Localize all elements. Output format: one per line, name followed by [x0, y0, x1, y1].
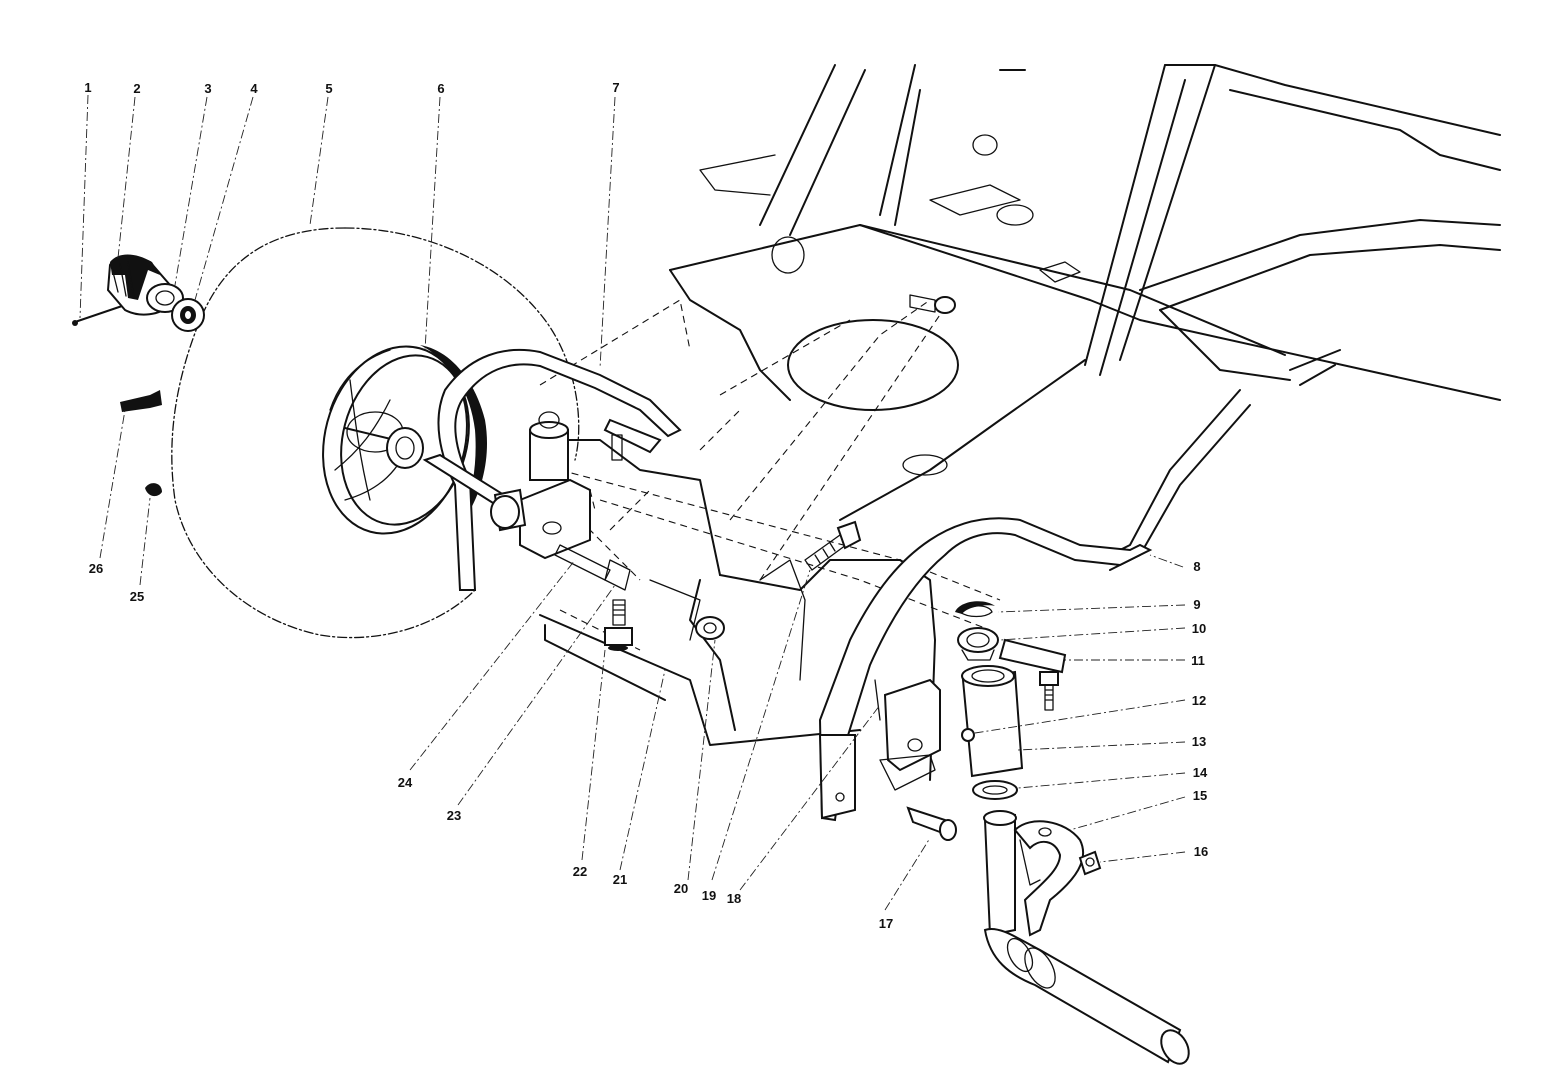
callout-2: 2 [133, 81, 140, 96]
callout-5: 5 [325, 81, 332, 96]
callout-25: 25 [130, 589, 144, 604]
callout-20: 20 [674, 881, 688, 896]
axle-bar-right [818, 517, 1153, 822]
tire-outline [171, 227, 580, 639]
callout-7: 7 [612, 80, 619, 95]
callout-21: 21 [613, 872, 627, 887]
callout-9: 9 [1193, 597, 1200, 612]
chassis-frame [539, 64, 1501, 781]
callout-labels: 1 2 3 4 5 6 7 8 9 10 11 12 13 14 15 16 1… [84, 80, 1208, 931]
hub-parts [72, 254, 205, 497]
callout-17: 17 [879, 916, 893, 931]
callout-10: 10 [1192, 621, 1206, 636]
right-spindle-parts [874, 601, 1190, 1065]
callout-6: 6 [437, 81, 444, 96]
callout-23: 23 [447, 808, 461, 823]
left-spindle-parts [490, 294, 956, 651]
callout-1: 1 [84, 80, 91, 95]
callout-19: 19 [702, 888, 716, 903]
leader-lines [79, 94, 1186, 911]
callout-24: 24 [398, 775, 413, 790]
callout-26: 26 [89, 561, 103, 576]
callout-22: 22 [573, 864, 587, 879]
callout-14: 14 [1193, 765, 1208, 780]
callout-4: 4 [250, 81, 258, 96]
callout-8: 8 [1193, 559, 1200, 574]
callout-15: 15 [1193, 788, 1207, 803]
callout-11: 11 [1191, 653, 1205, 668]
callout-13: 13 [1192, 734, 1206, 749]
callout-3: 3 [204, 81, 211, 96]
callout-18: 18 [727, 891, 741, 906]
callout-12: 12 [1192, 693, 1206, 708]
callout-16: 16 [1194, 844, 1208, 859]
